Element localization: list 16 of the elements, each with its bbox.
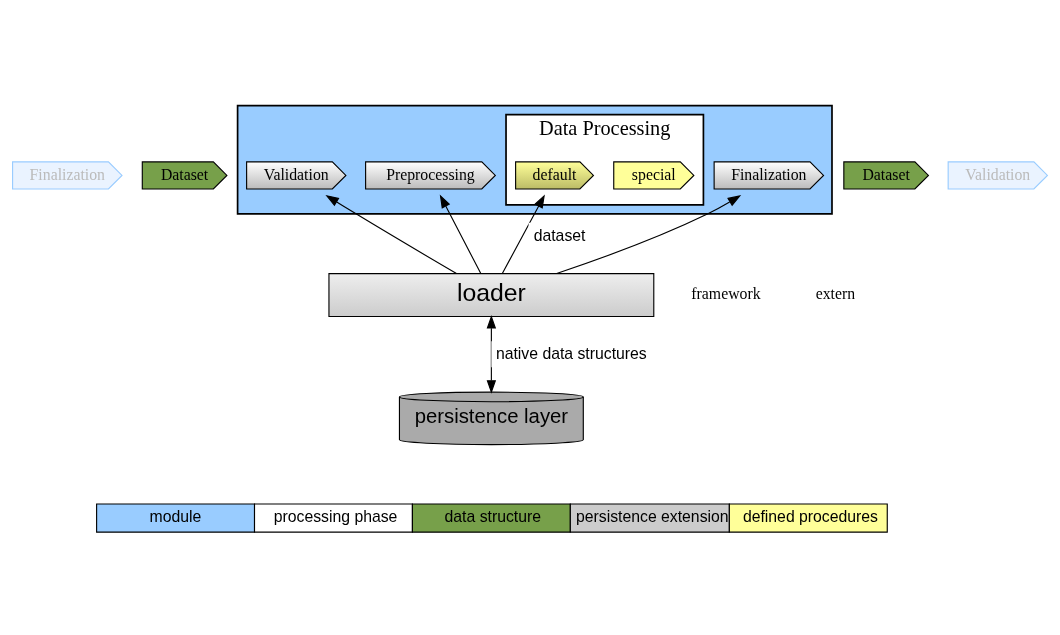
legend-label: processing phase	[273, 507, 398, 525]
legend-label: defined procedures	[742, 507, 879, 525]
edge-label: native data structures	[495, 344, 647, 362]
arrow	[486, 314, 497, 394]
legend-label: data structure	[444, 507, 542, 525]
arrow	[325, 194, 458, 274]
cluster	[236, 104, 833, 215]
arrow	[556, 194, 742, 274]
node-box: loader	[328, 272, 655, 317]
arrow	[501, 193, 545, 274]
legend-label: persistence extension	[575, 507, 729, 525]
edge-label: dataset	[533, 226, 586, 244]
label: extern	[815, 284, 856, 302]
legend-label: module	[149, 507, 202, 525]
arrow	[439, 193, 482, 274]
label: framework	[691, 284, 761, 302]
